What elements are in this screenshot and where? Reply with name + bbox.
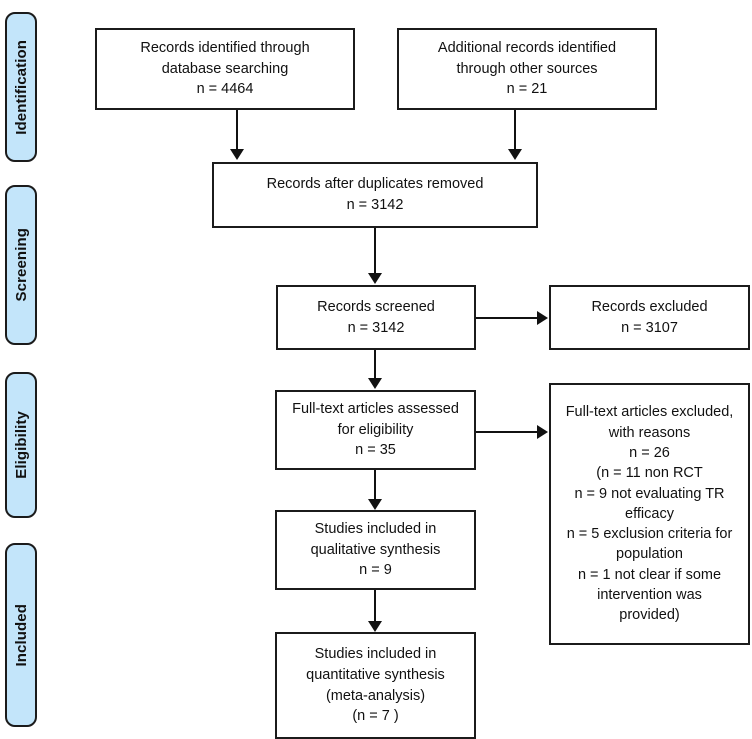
- arrowhead-screened-to-excluded: [537, 311, 548, 325]
- box-fulltext-assessed: Full-text articles assessed for eligibil…: [275, 390, 476, 470]
- box-records-screened: Records screened n = 3142: [276, 285, 476, 350]
- connector-qualitative-to-quantitative: [374, 590, 376, 622]
- stage-label-identification: Identification: [12, 39, 30, 135]
- connector-other-to-duplicates: [514, 110, 516, 150]
- box-qualitative-synthesis-text: Studies included in qualitative synthesi…: [310, 521, 441, 579]
- arrowhead-other-to-duplicates: [508, 149, 522, 160]
- box-database-records-text: Records identified through database sear…: [140, 40, 310, 98]
- connector-fulltext-to-excluded: [476, 431, 538, 433]
- connector-fulltext-to-qualitative: [374, 470, 376, 500]
- arrowhead-fulltext-to-excluded: [537, 425, 548, 439]
- box-records-screened-text: Records screened n = 3142: [317, 298, 435, 336]
- box-other-records: Additional records identified through ot…: [397, 28, 657, 110]
- stage-tab-eligibility: Eligibility: [5, 372, 37, 518]
- box-qualitative-synthesis: Studies included in qualitative synthesi…: [275, 510, 476, 590]
- arrowhead-screened-to-fulltext: [368, 378, 382, 389]
- connector-screened-to-fulltext: [374, 350, 376, 379]
- arrowhead-database-to-duplicates: [230, 149, 244, 160]
- arrowhead-fulltext-to-qualitative: [368, 499, 382, 510]
- box-quantitative-synthesis: Studies included in quantitative synthes…: [275, 632, 476, 739]
- box-quantitative-synthesis-text: Studies included in quantitative synthes…: [306, 646, 445, 725]
- box-records-excluded-text: Records excluded n = 3107: [591, 298, 708, 336]
- connector-duplicates-to-screened: [374, 228, 376, 274]
- box-database-records: Records identified through database sear…: [95, 28, 355, 110]
- stage-tab-identification: Identification: [5, 12, 37, 162]
- connector-database-to-duplicates: [236, 110, 238, 150]
- box-fulltext-excluded-text: Full-text articles excluded, with reason…: [565, 404, 734, 624]
- box-fulltext-excluded: Full-text articles excluded, with reason…: [549, 383, 750, 645]
- stage-label-screening: Screening: [12, 228, 30, 302]
- stage-label-included: Included: [12, 603, 30, 667]
- box-duplicates-removed-text: Records after duplicates removed n = 314…: [266, 176, 484, 213]
- box-duplicates-removed: Records after duplicates removed n = 314…: [212, 162, 538, 228]
- box-other-records-text: Additional records identified through ot…: [437, 40, 617, 98]
- arrowhead-duplicates-to-screened: [368, 273, 382, 284]
- stage-tab-screening: Screening: [5, 185, 37, 345]
- connector-screened-to-excluded: [476, 317, 538, 319]
- arrowhead-qualitative-to-quantitative: [368, 621, 382, 632]
- box-fulltext-assessed-text: Full-text articles assessed for eligibil…: [292, 401, 459, 459]
- box-records-excluded: Records excluded n = 3107: [549, 285, 750, 350]
- stage-tab-included: Included: [5, 543, 37, 727]
- stage-label-eligibility: Eligibility: [12, 411, 30, 479]
